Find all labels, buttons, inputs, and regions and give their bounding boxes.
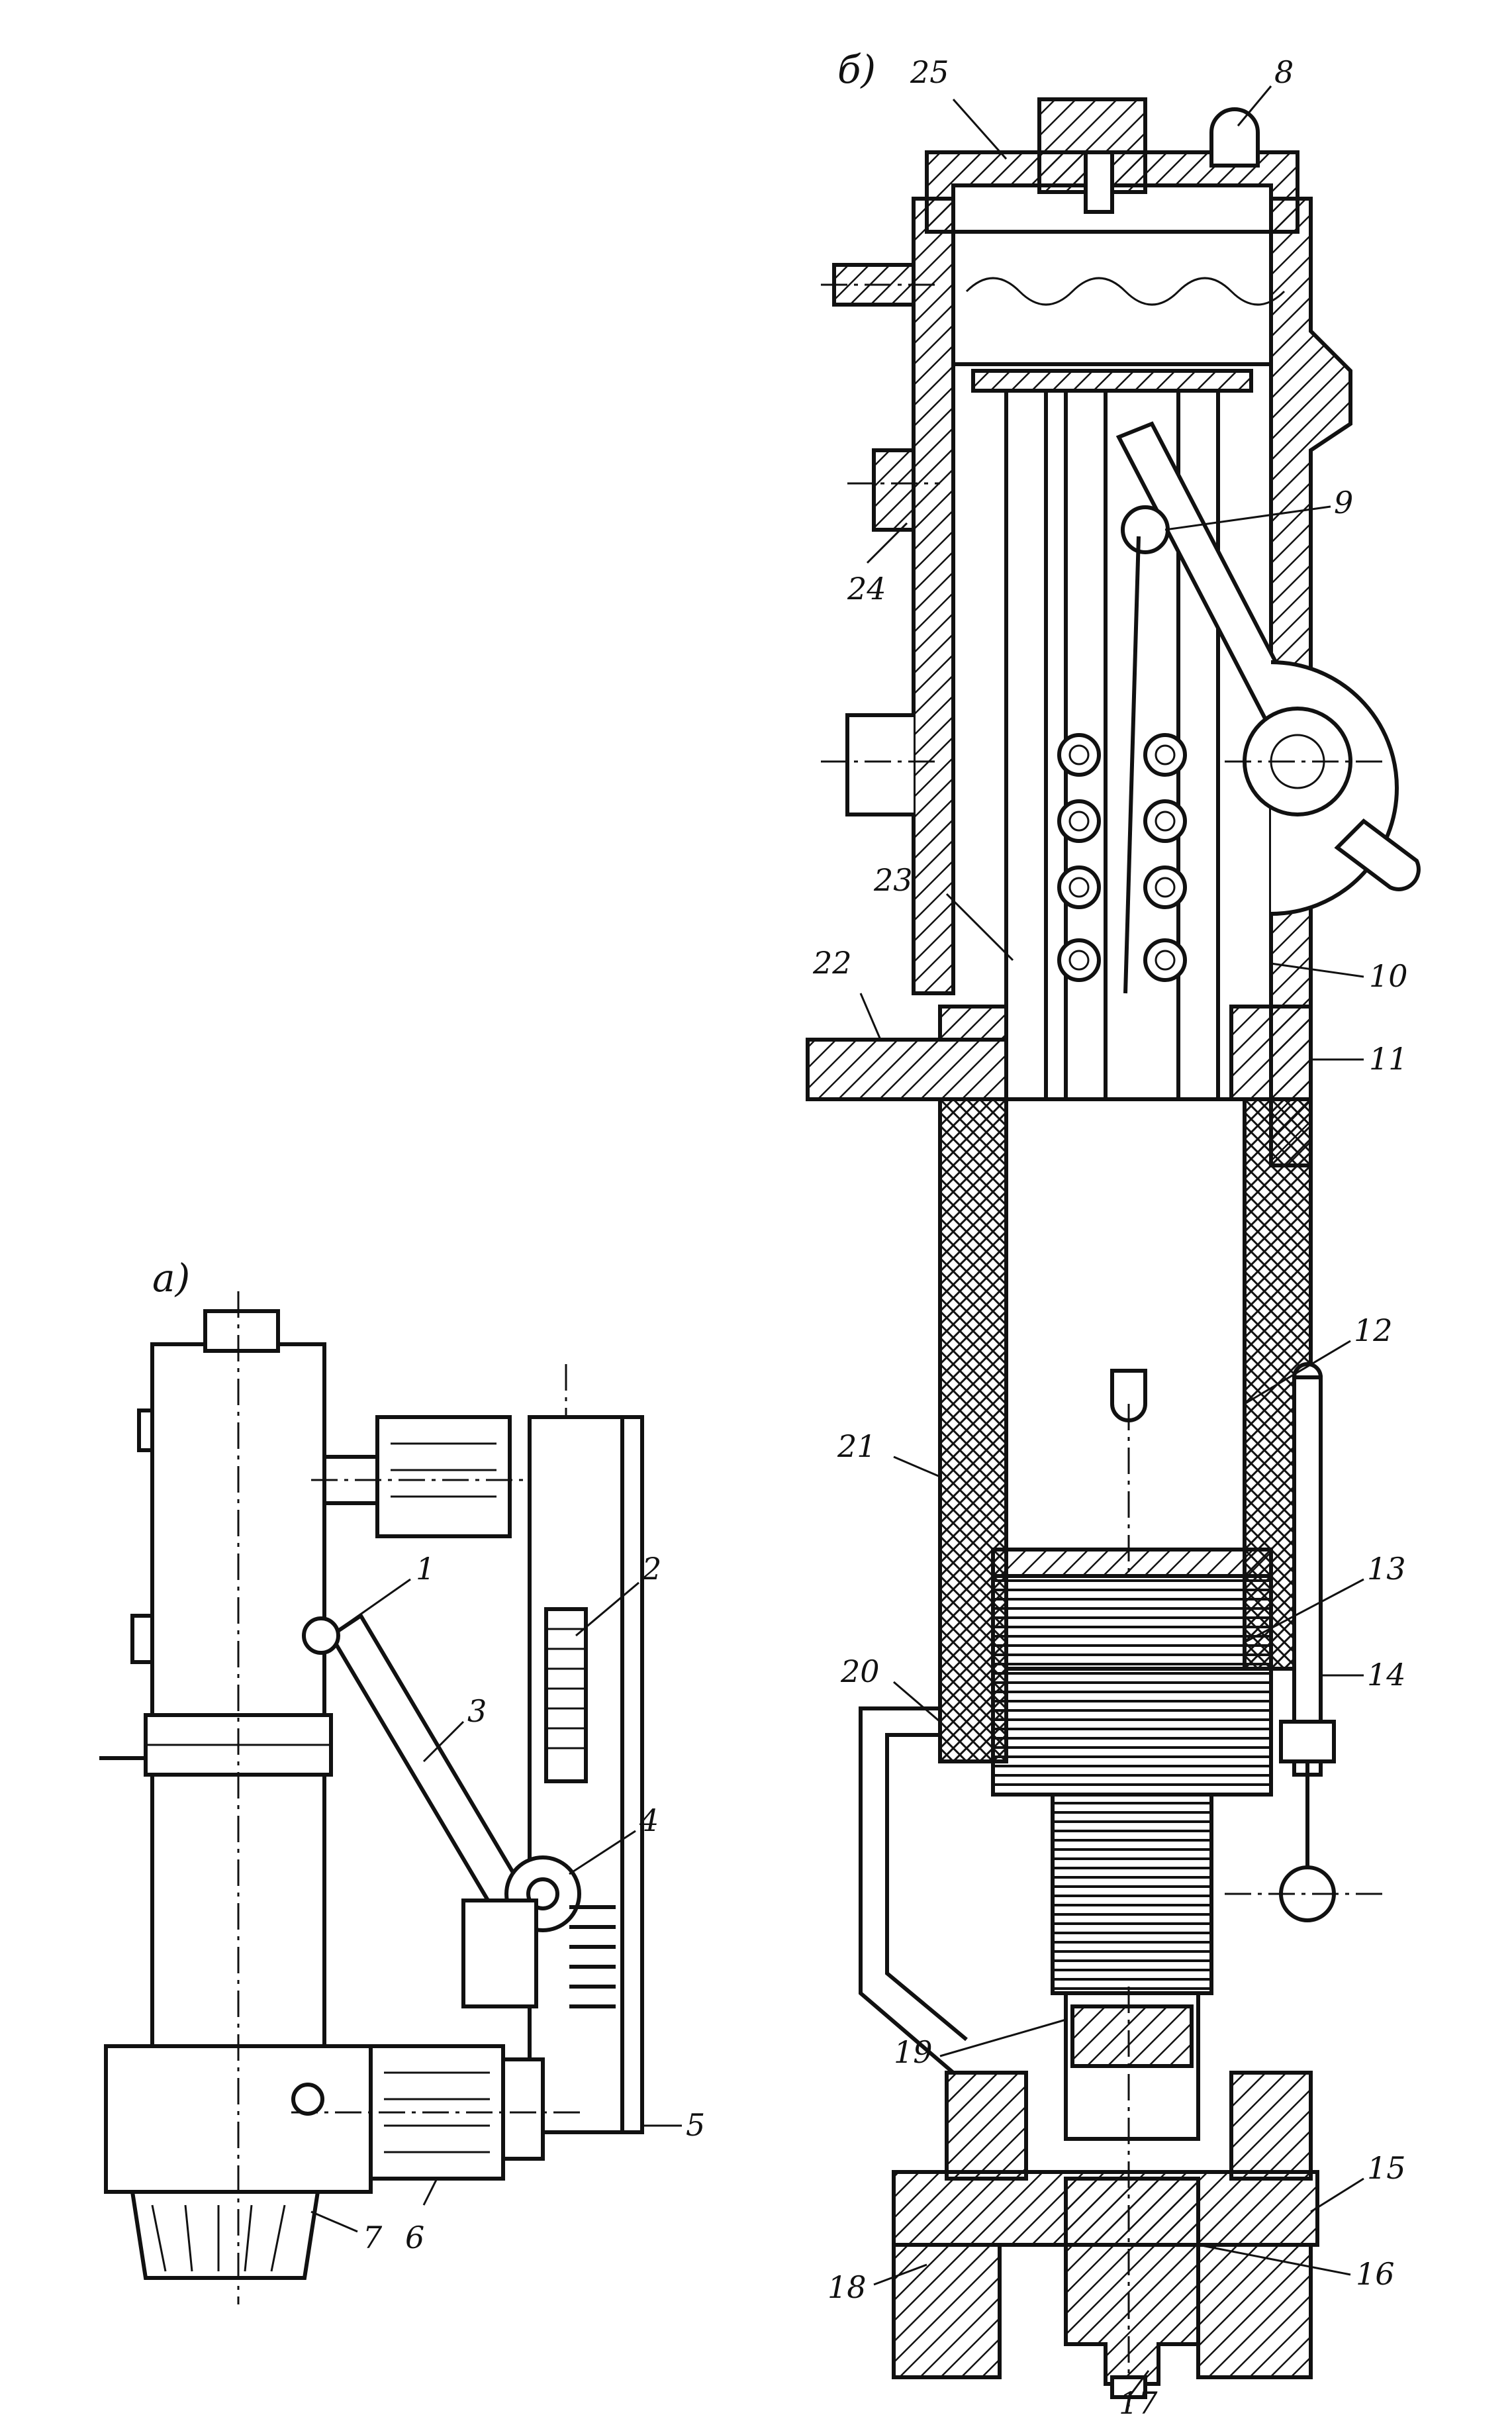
view-b-rollers (1057, 733, 1187, 982)
callout-19: 19 (894, 2034, 933, 2070)
view-b-bypass-pipe (859, 1706, 955, 2075)
view-b-mounting-flange (806, 1038, 1008, 1101)
callout-12: 12 (1354, 1312, 1393, 1348)
view-b-plug-8 (1209, 107, 1260, 168)
view-b-callouts: 8 9 10 11 12 13 14 15 16 17 18 19 20 (812, 54, 1408, 2417)
callout-2: 2 (641, 1551, 661, 1587)
callout-4: 4 (639, 1802, 659, 1838)
callout-23: 23 (873, 862, 913, 898)
view-a: а) 1 2 3 4 5 6 7 (99, 1256, 705, 2304)
view-b-label: б) (837, 47, 876, 92)
callout-18: 18 (827, 2269, 867, 2305)
callout-22: 22 (812, 945, 852, 981)
view-b-top-valve (1037, 97, 1147, 194)
callout-25: 25 (910, 54, 949, 90)
callout-21: 21 (837, 1428, 876, 1464)
view-a-nozzle (130, 2190, 320, 2280)
callout-6: 6 (405, 2220, 424, 2255)
callout-24: 24 (847, 571, 886, 607)
view-a-top-cap (203, 1309, 280, 1353)
callout-10: 10 (1369, 958, 1408, 994)
view-a-upper-insulator (375, 1415, 512, 1538)
view-a-spring-rod (544, 1607, 588, 1783)
view-a-label: а) (152, 1256, 190, 1301)
callout-15: 15 (1367, 2150, 1406, 2186)
view-b: б) 8 9 10 11 12 13 14 15 16 17 18 (806, 47, 1421, 2417)
callout-14: 14 (1367, 1657, 1406, 1693)
callout-5: 5 (686, 2107, 705, 2143)
callout-20: 20 (840, 1653, 880, 1689)
callout-1: 1 (416, 1551, 435, 1587)
view-b-head-casting (912, 197, 955, 995)
callout-16: 16 (1356, 2256, 1395, 2292)
view-b-external-rod (1292, 1375, 1323, 1777)
view-b-arc-chute (991, 1574, 1273, 1797)
callout-7: 7 (363, 2220, 383, 2255)
callout-13: 13 (1367, 1551, 1406, 1587)
view-a-spring (569, 1905, 616, 2008)
callout-9: 9 (1334, 485, 1353, 520)
callout-17: 17 (1119, 2385, 1158, 2417)
callout-3: 3 (467, 1693, 487, 1729)
view-b-arc-stack (1051, 1793, 1213, 1995)
view-a-callouts: 1 2 3 4 5 6 7 (310, 1551, 705, 2255)
view-a-link-rod (328, 1612, 533, 1924)
view-a-pivot-1 (302, 1616, 340, 1655)
view-b-side-lug (845, 713, 914, 816)
callout-8: 8 (1274, 54, 1294, 90)
callout-11: 11 (1369, 1041, 1408, 1077)
view-b-head-chamber (951, 230, 1273, 366)
